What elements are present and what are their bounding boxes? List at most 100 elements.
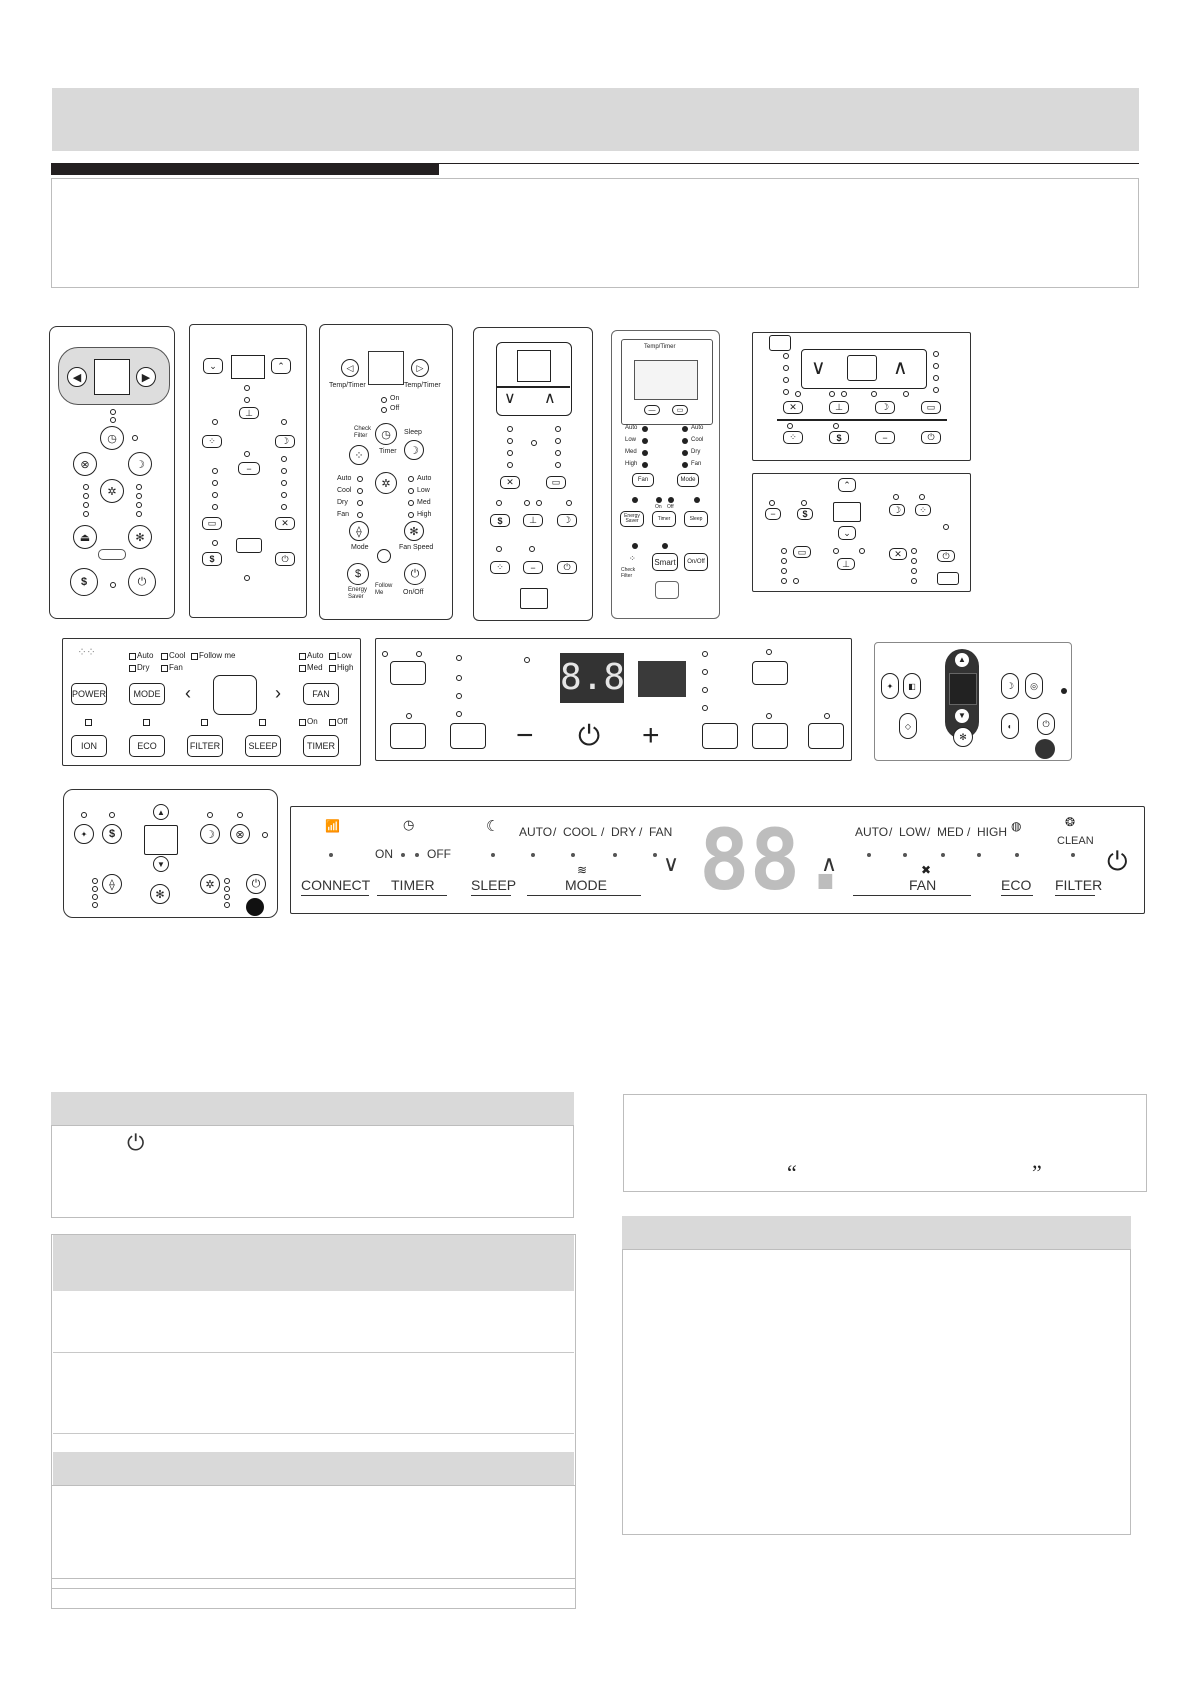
energy-saver-button[interactable]: $ (347, 563, 369, 585)
power-button[interactable]: ⏻ (404, 563, 426, 585)
power-button[interactable]: ⏻ (921, 431, 941, 444)
energy-saver-button[interactable]: $ (202, 552, 222, 566)
mode-button[interactable]: − (238, 462, 260, 475)
temp-down-button[interactable]: ▼ (153, 856, 169, 872)
temp-up-button[interactable]: ▶ (136, 367, 156, 387)
fan-button[interactable]: ✲ (375, 472, 397, 494)
temp-down-button[interactable]: ∨ (504, 390, 516, 407)
temp-down-button[interactable]: ∨ (663, 851, 680, 876)
sleep-button[interactable]: ☽ (404, 440, 424, 460)
temp-up-button[interactable]: ▭ (672, 405, 688, 415)
temp-up-button[interactable]: ∧ (821, 851, 838, 876)
timer-button[interactable]: ◷ (100, 426, 124, 450)
fan-button[interactable]: ✻ (953, 727, 973, 747)
power-button[interactable]: ⏻ (1037, 713, 1055, 735)
fan-speed-button[interactable]: ✕ (783, 401, 803, 414)
filter-button[interactable]: ⁘ (783, 431, 803, 444)
energy-saver-button[interactable]: $ (490, 514, 510, 527)
sleep-button[interactable]: ☽ (275, 435, 295, 448)
display-button[interactable]: − (523, 561, 543, 574)
temp-down-button[interactable]: ‹ (185, 683, 191, 703)
eco-button[interactable]: ECO (1001, 877, 1032, 893)
mode-button[interactable]: ⟠ (349, 521, 369, 541)
power-button[interactable]: On/Off (684, 553, 708, 571)
temp-down-button[interactable]: ∨ (811, 357, 826, 379)
mode-button[interactable]: ▭ (921, 401, 941, 414)
timer-button[interactable]: Timer (652, 511, 676, 527)
energy-saver-button[interactable]: $ (70, 568, 98, 596)
fan-speed-button[interactable]: ✕ (889, 548, 907, 560)
power-button[interactable]: ⏻ (246, 874, 266, 894)
mode-button[interactable]: MODE (565, 877, 607, 893)
timer-button[interactable]: ⊥ (837, 558, 855, 570)
power-button[interactable]: ⏻ (937, 550, 955, 562)
power-button[interactable]: ⏻ (128, 568, 156, 596)
sleep-button[interactable]: ☽ (1001, 673, 1019, 699)
fan-up-button[interactable]: ⏏ (73, 525, 97, 549)
energy-saver-button[interactable]: $ (102, 824, 122, 844)
mode-button[interactable]: ⟠ (102, 874, 122, 894)
fan-button[interactable]: ✻ (150, 884, 170, 904)
panel-9-button-4[interactable] (450, 723, 486, 749)
sleep-button[interactable]: SLEEP (471, 877, 517, 893)
panel-9-button-5[interactable] (702, 723, 738, 749)
filter-button[interactable]: ⁘ (202, 435, 222, 448)
filter-button[interactable]: FILTER (1055, 877, 1103, 893)
mode-button[interactable]: MODE (129, 683, 165, 705)
fan-button[interactable]: ▭ (202, 517, 222, 530)
temp-up-button[interactable]: ∧ (544, 390, 556, 407)
fan-speed-button[interactable]: ✕ (500, 476, 520, 489)
panel-9-button-7[interactable] (808, 723, 844, 749)
sleep-button[interactable]: ☽ (557, 514, 577, 527)
timer-button[interactable]: ◐ (1001, 713, 1019, 739)
ionizer-button[interactable]: ✦ (74, 824, 94, 844)
temp-up-button[interactable]: ▲ (153, 804, 169, 820)
mode-button[interactable]: Mode (677, 473, 699, 487)
power-button[interactable]: ⏻ (275, 552, 295, 566)
timer-button[interactable]: ⊥ (239, 407, 259, 419)
fan-speed-button[interactable]: ✻ (128, 525, 152, 549)
panel-9-button-2[interactable] (752, 661, 788, 685)
ion-button[interactable]: ION (71, 735, 107, 757)
sleep-button[interactable]: Sleep (684, 511, 708, 527)
temp-down-button[interactable]: ⌄ (838, 526, 856, 540)
temp-up-button[interactable]: ▷ (411, 359, 429, 377)
timer-button[interactable]: ◷ (375, 423, 397, 445)
filter-button[interactable]: ⊗ (230, 824, 250, 844)
temp-down-button[interactable]: — (644, 405, 660, 415)
energy-saver-button[interactable]: $ (829, 431, 849, 444)
panel-9-button-6[interactable] (752, 723, 788, 749)
fan-speed-button[interactable]: ✲ (200, 874, 220, 894)
filter-button[interactable]: ⊗ (73, 452, 97, 476)
fan-button[interactable]: FAN (303, 683, 339, 705)
settings-button[interactable]: ◎ (1025, 673, 1043, 699)
mode-button[interactable]: ◇ (899, 713, 917, 739)
connect-button[interactable]: CONNECT (301, 877, 371, 893)
mode-button[interactable]: ▭ (546, 476, 566, 489)
mode-button[interactable]: ▭ (793, 546, 811, 558)
minus-button[interactable]: − (516, 719, 534, 752)
eco-button[interactable]: ECO (129, 735, 165, 757)
fan-button[interactable]: Fan (632, 473, 654, 487)
panel-9-button-3[interactable] (390, 723, 426, 749)
power-button[interactable]: ⏻ (557, 561, 577, 574)
sleep-button[interactable]: SLEEP (245, 735, 281, 757)
filter-button[interactable]: ⁘ (490, 561, 510, 574)
energy-saver-button[interactable]: Energy Saver (620, 511, 644, 527)
filter-button[interactable]: FILTER (187, 735, 223, 757)
temp-up-button[interactable]: ∧ (893, 357, 908, 379)
temp-down-button[interactable]: ▼ (955, 709, 969, 723)
fan-speed-button[interactable]: ✻ (404, 521, 424, 541)
timer-button[interactable]: TIMER (303, 735, 339, 757)
temp-down-button[interactable]: ⌄ (203, 358, 223, 374)
power-button[interactable]: POWER (71, 683, 107, 705)
temp-down-button[interactable]: ◁ (341, 359, 359, 377)
timer-button[interactable]: ⊥ (829, 401, 849, 414)
left-button-2[interactable]: ◧ (903, 673, 921, 699)
temp-up-button[interactable]: ⌃ (271, 358, 291, 374)
sleep-button[interactable]: ☽ (128, 452, 152, 476)
power-icon[interactable]: ⏻ (578, 720, 601, 751)
fan-speed-button[interactable]: ✕ (275, 517, 295, 530)
plus-button[interactable]: + (642, 719, 660, 752)
fan-button[interactable]: FAN (909, 877, 937, 893)
